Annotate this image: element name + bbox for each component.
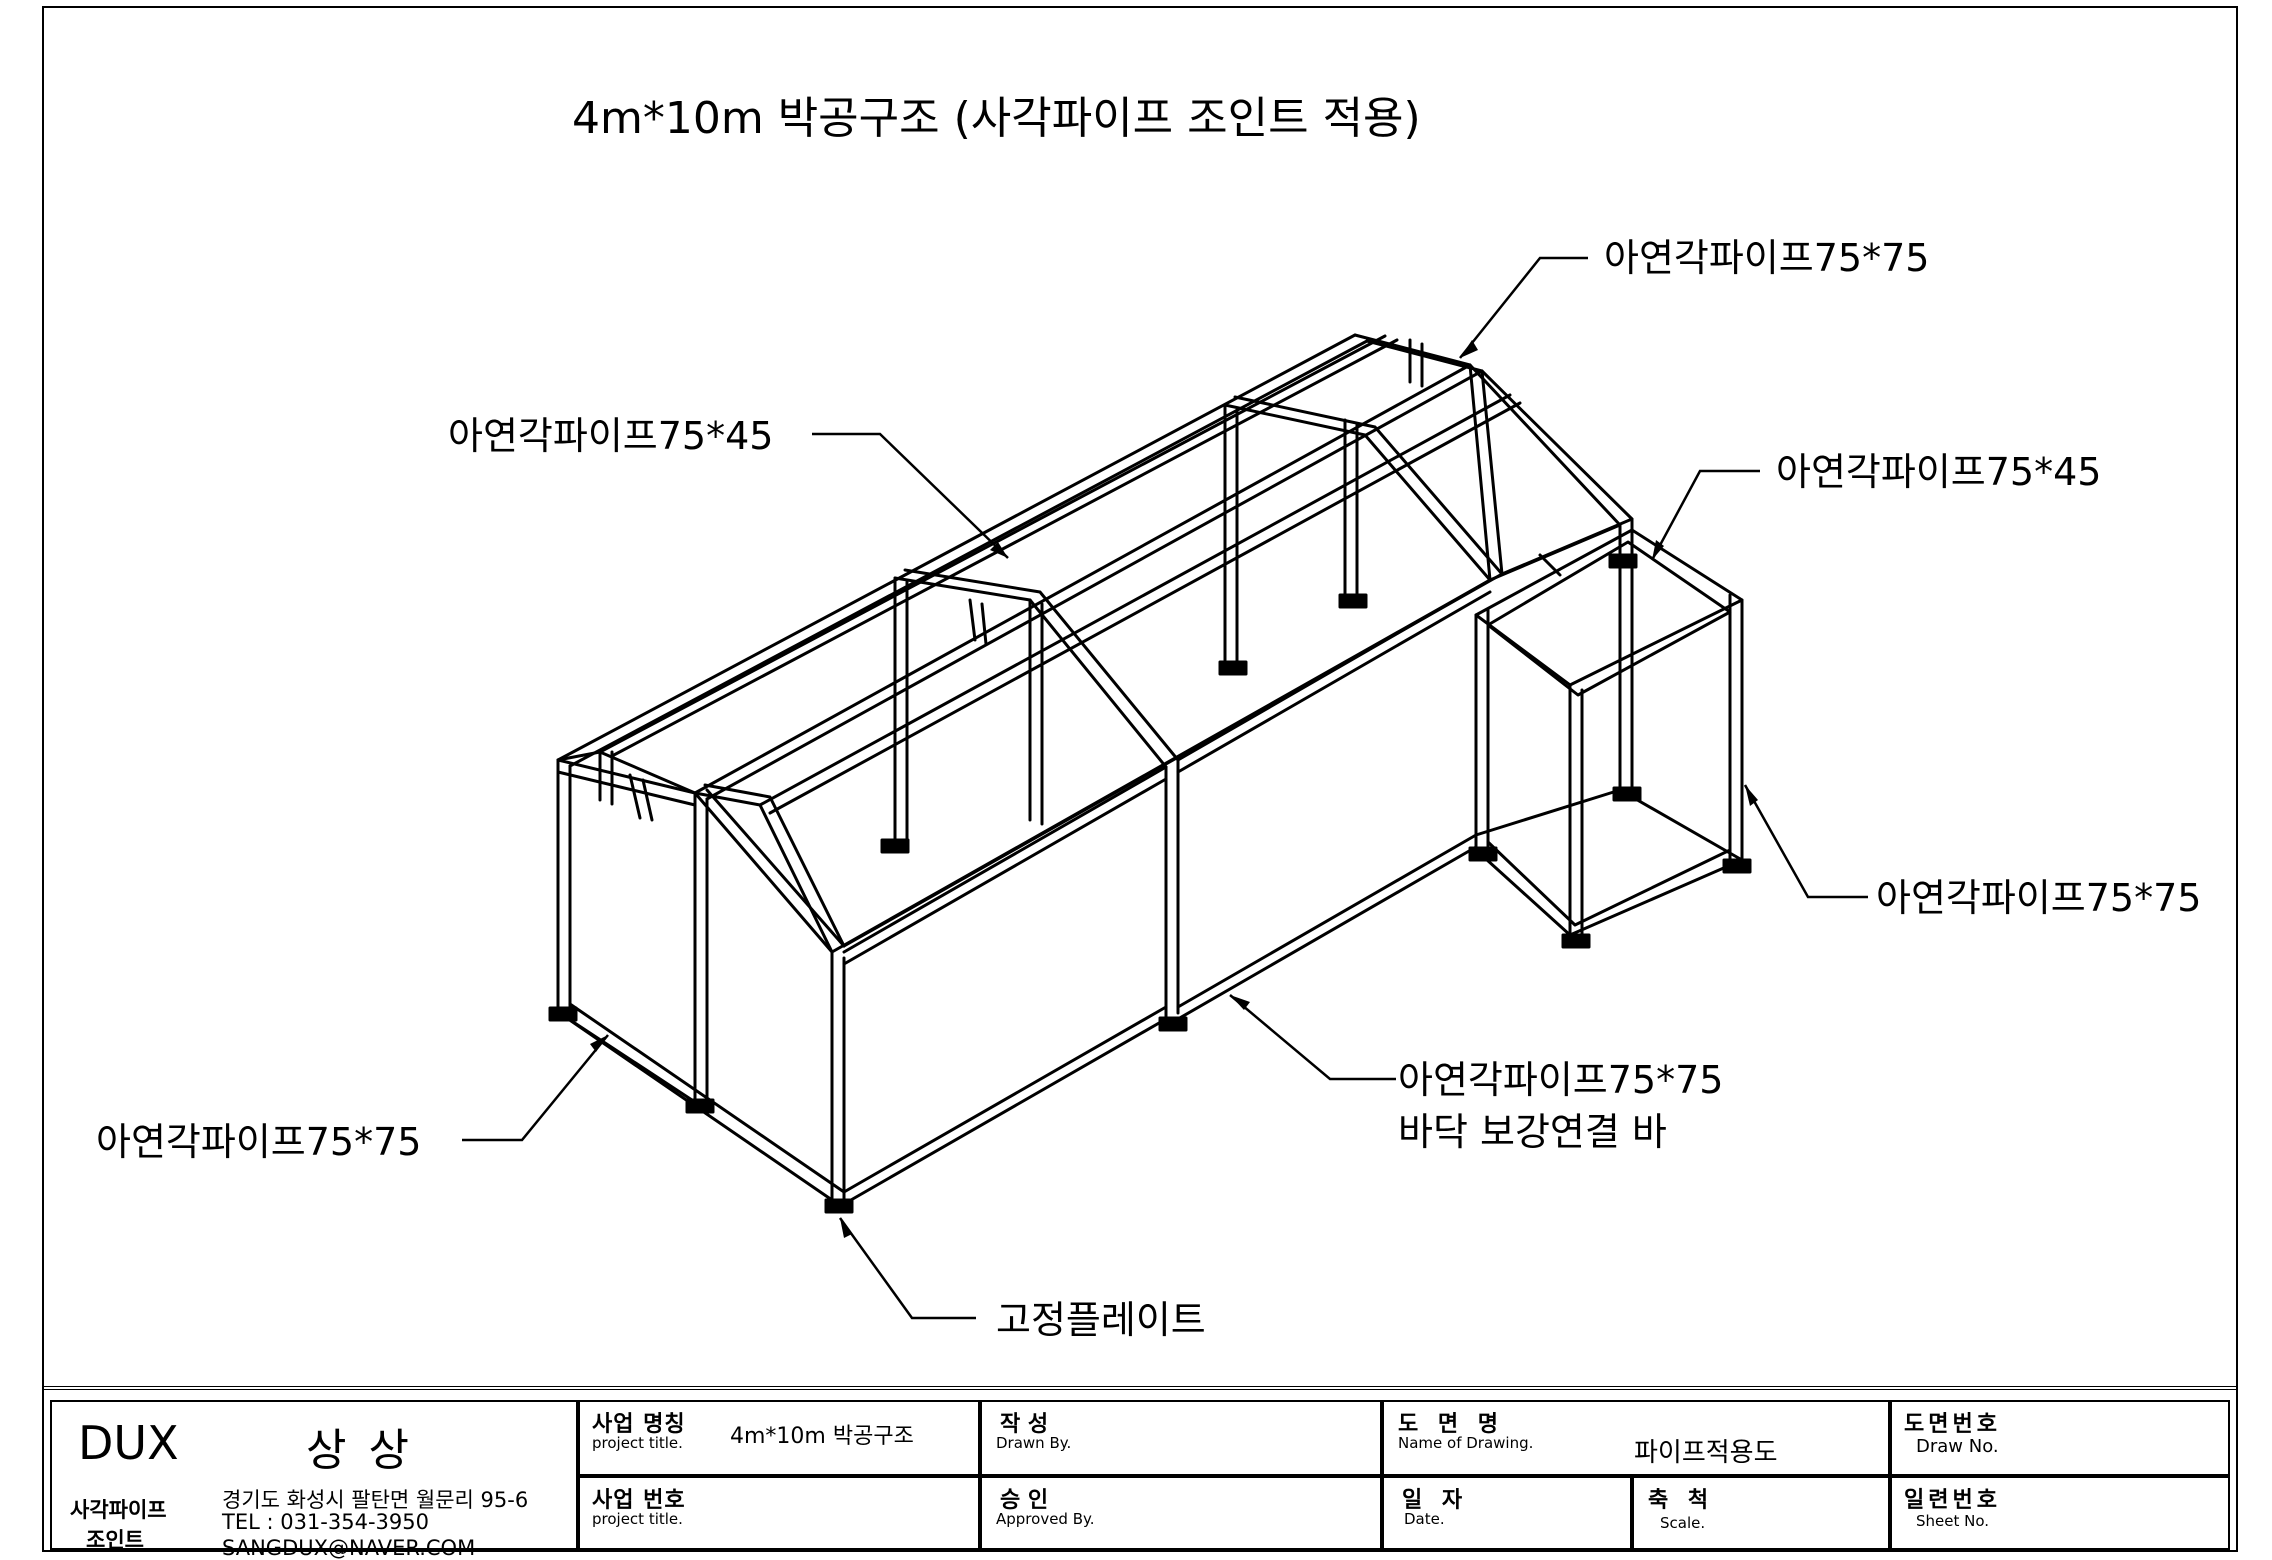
company-tel: TEL : 031-354-3950: [222, 1510, 429, 1534]
approved-by-label: 승 인: [1000, 1488, 1049, 1513]
draw-no-label: 도면번호: [1904, 1412, 2001, 1437]
project-name-label: 사업 명칭: [592, 1412, 686, 1437]
product-line-1: 사각파이프: [70, 1498, 167, 1522]
drawing-name-sublabel: Name of Drawing.: [1398, 1434, 1534, 1452]
callout-bottom-left-75x75: 아연각파이프75*75: [96, 1120, 422, 1164]
company-name: DUX: [78, 1416, 179, 1470]
drawn-by-sublabel: Drawn By.: [996, 1434, 1072, 1452]
scale-cell: 축 척 Scale.: [1632, 1476, 1890, 1550]
company-cell: DUX 상상 사각파이프 조인트 경기도 화성시 팔탄면 월문리 95-6 TE…: [50, 1400, 578, 1560]
callout-left-75x45: 아연각파이프75*45: [448, 414, 774, 458]
sheet-no-label: 일련번호: [1904, 1488, 2001, 1513]
callout-center-75x75: 아연각파이프75*75: [1398, 1058, 1724, 1102]
draw-no-sublabel: Draw No.: [1916, 1436, 1999, 1457]
sheet-no-cell: 일련번호 Sheet No.: [1890, 1476, 2230, 1550]
project-no-sublabel: project title.: [592, 1510, 683, 1528]
project-name-cell: 사업 명칭 project title. 4m*10m 박공구조: [578, 1400, 980, 1476]
front-end-frame: [548, 750, 854, 1214]
title-block: DUX 상상 사각파이프 조인트 경기도 화성시 팔탄면 월문리 95-6 TE…: [42, 1386, 2238, 1560]
date-sublabel: Date.: [1404, 1510, 1445, 1528]
approved-by-sublabel: Approved By.: [996, 1510, 1095, 1528]
callout-top-right-75x75: 아연각파이프75*75: [1604, 236, 1930, 280]
scale-label: 축 척: [1648, 1488, 1715, 1513]
draw-no-cell: 도면번호 Draw No.: [1890, 1400, 2230, 1476]
leader-lines: [462, 256, 1868, 1320]
drawn-by-label: 작 성: [1000, 1412, 1049, 1437]
leader-arrowheads: [590, 340, 1758, 1238]
drawing-name-cell: 도 면 명 Name of Drawing. 파이프적용도: [1382, 1400, 1890, 1476]
drawing-name-value: 파이프적용도: [1634, 1438, 1778, 1468]
callout-right-bottom-75x75: 아연각파이프75*75: [1876, 876, 2202, 920]
long-side-frame: [842, 578, 1492, 1206]
sheet-no-sublabel: Sheet No.: [1916, 1512, 1990, 1530]
project-no-label: 사업 번호: [592, 1488, 686, 1513]
date-cell: 일 자 Date.: [1382, 1476, 1632, 1550]
roof-frame: [556, 333, 1634, 954]
drawing-title: 4m*10m 박공구조 (사각파이프 조인트 적용): [572, 93, 1421, 144]
company-address: 경기도 화성시 팔탄면 월문리 95-6: [222, 1488, 529, 1512]
annex-frame: [1468, 517, 1752, 949]
project-name-value: 4m*10m 박공구조: [730, 1424, 914, 1449]
drawing-name-label: 도 면 명: [1398, 1412, 1505, 1437]
callout-right-75x45: 아연각파이프75*45: [1776, 450, 2102, 494]
product-line-2: 조인트: [86, 1528, 144, 1552]
drawing-sheet-border: [42, 6, 2238, 1552]
callout-fixing-plate: 고정플레이트: [996, 1298, 1206, 1342]
drawn-by-cell: 작 성 Drawn By.: [980, 1400, 1382, 1476]
project-no-cell: 사업 번호 project title.: [578, 1476, 980, 1550]
project-name-sublabel: project title.: [592, 1434, 683, 1452]
approved-by-cell: 승 인 Approved By.: [980, 1476, 1382, 1550]
company-email: SANGDUX@NAVER.COM: [222, 1536, 476, 1560]
callout-center-subtitle: 바닥 보강연결 바: [1398, 1110, 1667, 1154]
date-label: 일 자: [1402, 1488, 1469, 1513]
brand-name: 상상: [306, 1425, 431, 1476]
scale-sublabel: Scale.: [1660, 1514, 1706, 1532]
